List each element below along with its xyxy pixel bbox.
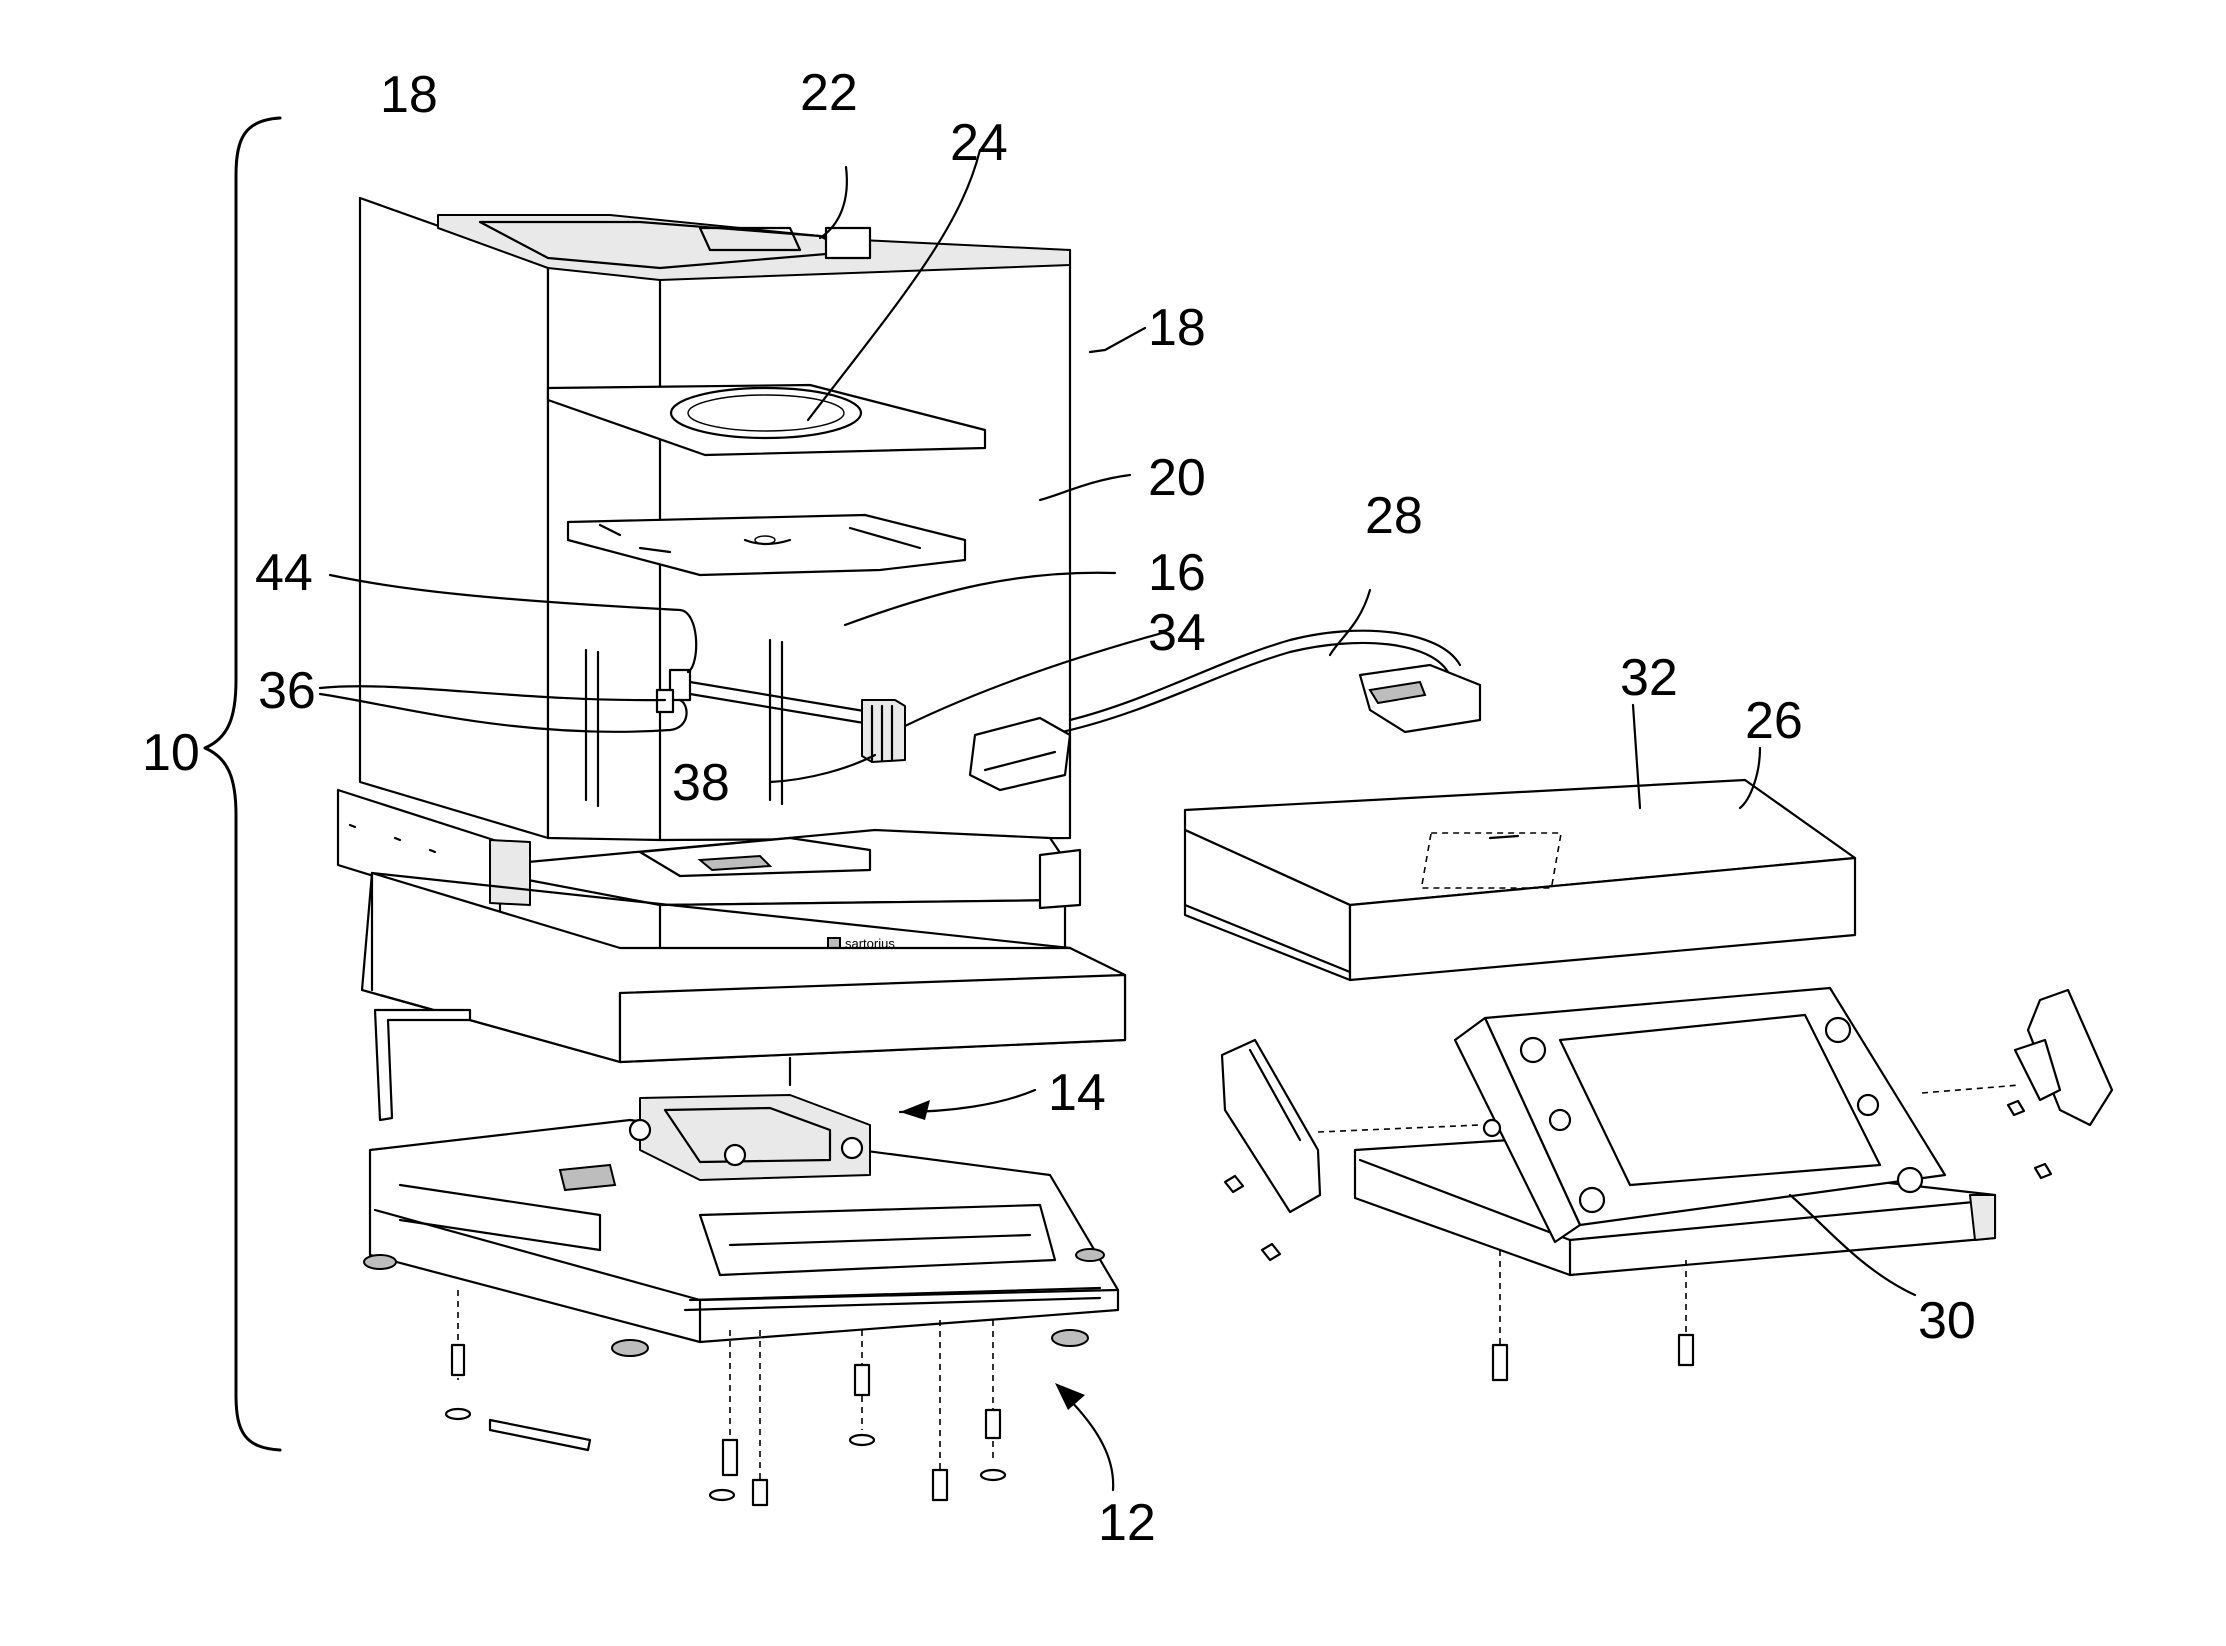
numeral-18-right: 18 bbox=[1148, 299, 1206, 357]
numeral-36: 36 bbox=[258, 662, 316, 720]
weighing-cell bbox=[364, 1010, 1118, 1505]
numeral-20: 20 bbox=[1148, 449, 1206, 507]
numeral-34: 34 bbox=[1148, 604, 1206, 662]
numeral-18-left: 18 bbox=[380, 66, 438, 124]
brand-logo-icon bbox=[828, 938, 840, 948]
numeral-12: 12 bbox=[1098, 1494, 1156, 1552]
numeral-26: 26 bbox=[1745, 692, 1803, 750]
numeral-10: 10 bbox=[142, 724, 200, 782]
numeral-22: 22 bbox=[800, 64, 858, 122]
numeral-16: 16 bbox=[1148, 544, 1206, 602]
assembly-brace bbox=[205, 118, 280, 1450]
display-unit bbox=[1222, 988, 2112, 1380]
connector-block-34 bbox=[862, 700, 905, 762]
numeral-28: 28 bbox=[1365, 487, 1423, 545]
numeral-30: 30 bbox=[1918, 1292, 1976, 1350]
numeral-44: 44 bbox=[255, 544, 313, 602]
numeral-38: 38 bbox=[672, 754, 730, 812]
numeral-32: 32 bbox=[1620, 649, 1678, 707]
numeral-24: 24 bbox=[950, 114, 1008, 172]
numeral-14: 14 bbox=[1048, 1064, 1106, 1122]
electronics-housing bbox=[1185, 780, 1855, 980]
